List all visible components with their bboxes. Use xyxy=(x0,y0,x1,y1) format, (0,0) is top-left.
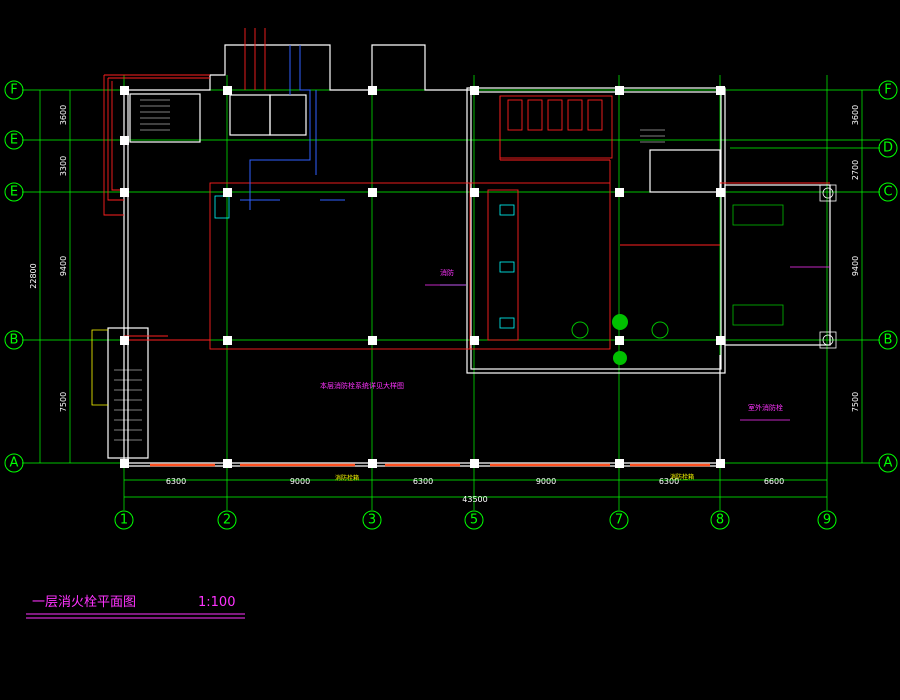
col-9: 9 xyxy=(823,513,831,528)
note-middle: 本层消防栓系统详见大样图 xyxy=(320,381,404,390)
row-left-B: B xyxy=(10,333,19,348)
magenta-marks xyxy=(425,266,830,421)
plant-icons xyxy=(571,314,669,365)
col-7: 7 xyxy=(615,513,623,528)
drawing-scale: 1:100 xyxy=(198,595,235,610)
row-right-F: F xyxy=(884,83,891,98)
counter xyxy=(487,95,613,341)
dim-2-3: 9000 xyxy=(290,477,310,486)
dim-7-8: 6300 xyxy=(659,477,679,486)
note-right-a: 室外消防栓 xyxy=(748,403,783,412)
walls xyxy=(107,44,831,467)
col-5: 5 xyxy=(470,513,478,528)
row-right-D: D xyxy=(883,141,893,156)
dim-right-3: 9400 xyxy=(851,256,860,276)
dim-left-total: 22800 xyxy=(29,263,38,288)
row-right-A: A xyxy=(884,456,893,471)
row-bubbles-right: F D C B A xyxy=(878,80,898,473)
dim-3-5: 6300 xyxy=(413,477,433,486)
row-left-F: F xyxy=(10,83,17,98)
grid-lines xyxy=(22,75,880,510)
dim-left-2: 3300 xyxy=(59,156,68,176)
column-bubbles: 1 2 3 5 7 8 9 xyxy=(114,510,837,530)
row-right-C: C xyxy=(883,185,892,200)
row-bubbles-left: F E E B A xyxy=(4,80,24,473)
row-left-A: A xyxy=(10,456,19,471)
stairs xyxy=(114,99,665,441)
cyan-equipment xyxy=(214,195,515,329)
row-right-B: B xyxy=(884,333,893,348)
note-center: 消防 xyxy=(440,268,454,277)
dim-5-7: 9000 xyxy=(536,477,556,486)
dim-right-4: 7500 xyxy=(851,392,860,412)
dim-right-2: 2700 xyxy=(851,160,860,180)
blue-pipes xyxy=(240,45,345,210)
note-bottom-b: 消防栓箱 xyxy=(670,473,694,481)
yellow-outline xyxy=(91,329,108,406)
col-8: 8 xyxy=(716,513,724,528)
row-left-E2: E xyxy=(10,185,18,200)
col-1: 1 xyxy=(120,513,128,528)
bottom-dimensions: 6300 9000 6300 9000 6300 6600 43500 xyxy=(166,477,784,504)
title-block: 一层消火栓平面图 1:100 xyxy=(26,595,245,619)
hydrant-symbols xyxy=(819,184,837,349)
row-left-E1: E xyxy=(10,133,18,148)
col-3: 3 xyxy=(368,513,376,528)
col-2: 2 xyxy=(223,513,231,528)
dim-total: 43500 xyxy=(462,495,487,504)
columns xyxy=(120,86,725,468)
dim-1-2: 6300 xyxy=(166,477,186,486)
dim-left-3: 9400 xyxy=(59,256,68,276)
dim-right-1: 3600 xyxy=(851,105,860,125)
right-stairs xyxy=(732,204,784,326)
dim-8-9: 6600 xyxy=(764,477,784,486)
dim-left-4: 7500 xyxy=(59,392,68,412)
dim-left-1: 3600 xyxy=(59,105,68,125)
drawing-title: 一层消火栓平面图 xyxy=(32,595,136,610)
left-dimensions: 3600 3300 9400 7500 22800 3600 2700 9400… xyxy=(29,105,860,412)
note-bottom-a: 消防栓箱 xyxy=(335,474,359,482)
